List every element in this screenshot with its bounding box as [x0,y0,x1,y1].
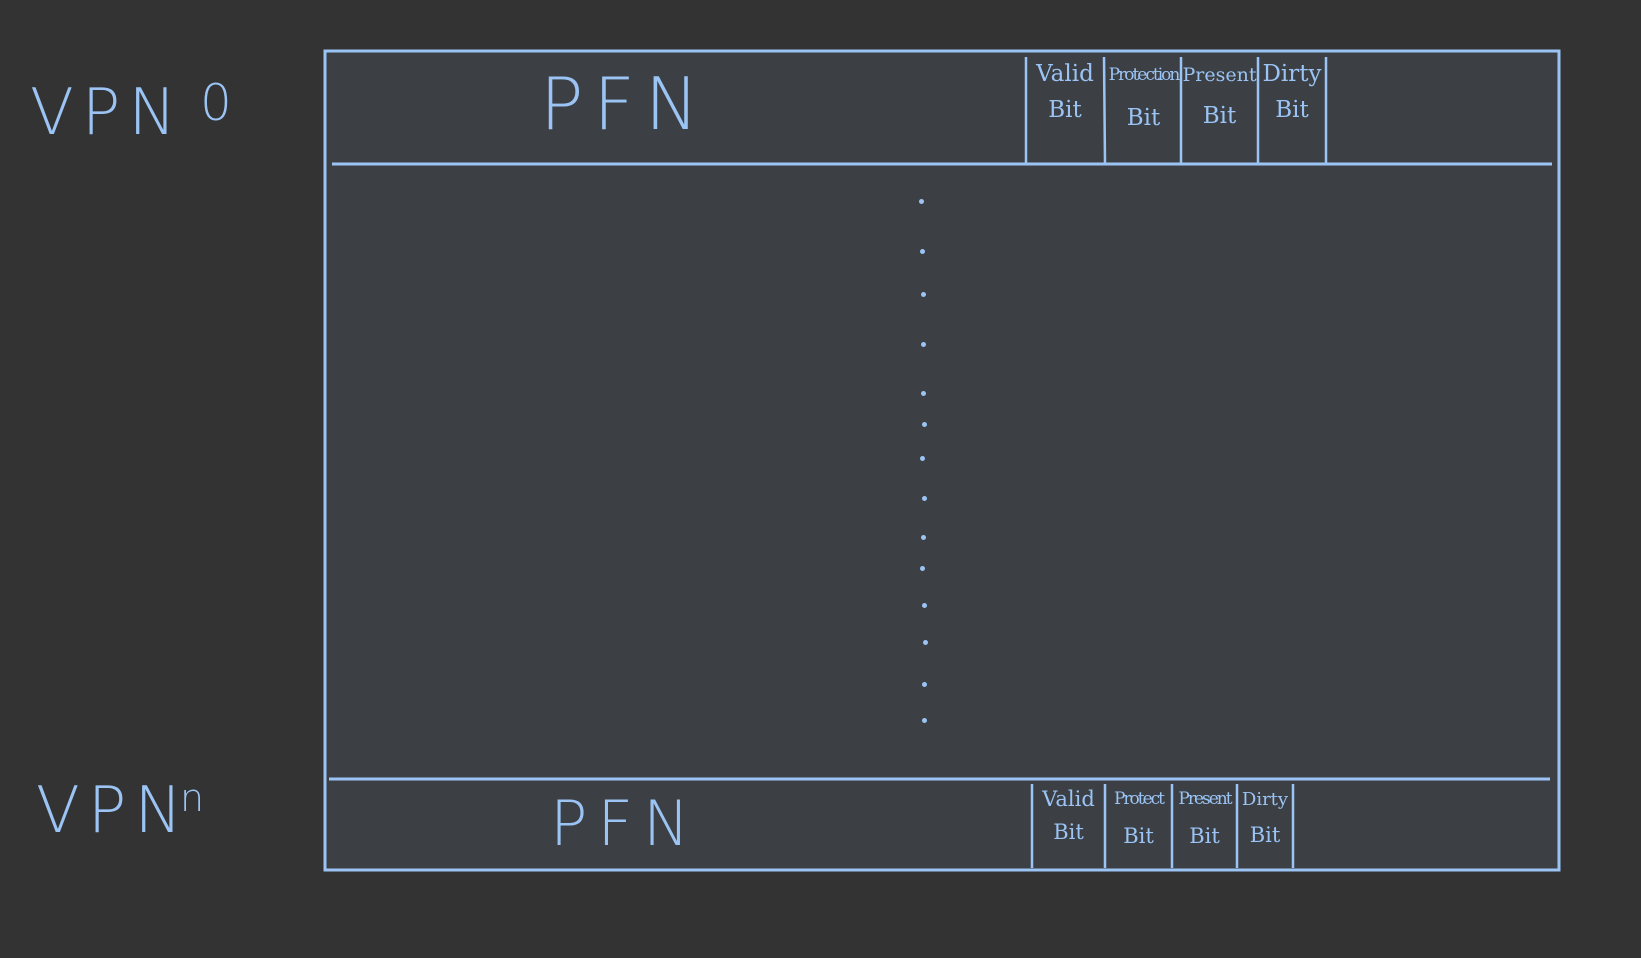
pfn-last-label: PFN [550,787,700,860]
first-protection-bit-word: Bit [1126,104,1161,131]
last-dirty-bit-name: Dirty [1241,789,1289,810]
ellipsis-dot [921,391,926,396]
ellipsis-dot [923,640,928,645]
first-dirty-bit: Dirty Bit [1258,57,1326,128]
vpn-last-label: VPN [36,774,191,848]
first-dirty-bit-name: Dirty [1262,61,1322,87]
vpn-first-index: 0 [200,74,232,132]
ellipsis-dot [920,249,925,254]
vpn-last-index: n [180,776,205,820]
first-present-bit-name: Present [1182,64,1257,86]
last-present-bit-word: Bit [1189,824,1220,849]
first-protection-bit-name: Protection [1108,65,1181,85]
vpn-first-label: VPN [30,76,185,150]
ellipsis-dot [922,682,927,687]
ellipsis-dot [922,422,927,427]
ellipsis-dot [921,342,926,347]
last-present-bit-name: Present [1178,789,1232,809]
ellipsis-dot [921,535,926,540]
first-protection-bit: Protection Bit [1105,57,1182,143]
last-protect-bit: Protect Bit [1105,783,1172,857]
first-valid-bit-name: Valid [1036,61,1094,87]
last-dirty-bit: Dirty Bit [1237,783,1293,855]
ellipsis-dot [919,199,924,204]
first-valid-bit: Valid Bit [1026,57,1104,128]
last-valid-bit-word: Bit [1053,819,1084,844]
top-bit-separator-2 [1102,56,1107,164]
last-present-bit: Present Bit [1172,783,1237,857]
ellipsis-dot [920,566,925,571]
first-valid-bit-word: Bit [1048,96,1082,123]
last-valid-bit-name: Valid [1042,787,1095,811]
last-protect-bit-name: Protect [1113,789,1165,809]
ellipsis-dot [921,292,926,297]
first-dirty-bit-word: Bit [1275,96,1309,123]
ellipsis-dot [922,718,927,723]
ellipsis-dot [920,456,925,461]
ellipsis-dot [922,496,927,501]
ellipsis-dot [922,603,927,608]
pfn-first-label: PFN [540,62,709,146]
last-valid-bit: Valid Bit [1032,783,1105,848]
page-table-outline [323,49,1561,872]
last-protect-bit-word: Bit [1123,824,1154,849]
first-present-bit-word: Bit [1202,103,1237,130]
first-present-bit: Present Bit [1181,57,1258,139]
last-dirty-bit-word: Bit [1249,823,1281,848]
